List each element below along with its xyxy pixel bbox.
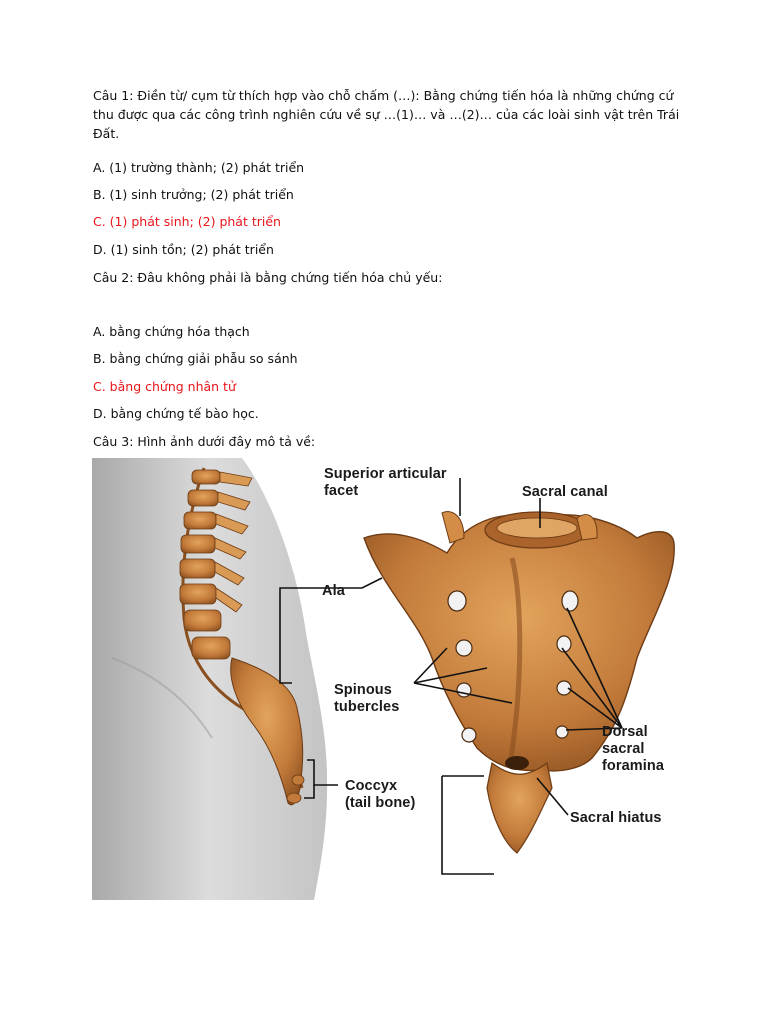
question-1-option-c-correct: C. (1) phát sinh; (2) phát triển	[93, 214, 281, 229]
leader-lines	[279, 478, 623, 875]
label-sacral-canal: Sacral canal	[522, 484, 608, 500]
label-dorsal-sacral-foramina: Dorsal sacral foramina	[602, 724, 665, 774]
label-superior-articular-facet: Superior articular facet	[324, 466, 447, 499]
question-2-option-b: B. bằng chứng giải phẫu so sánh	[93, 351, 298, 366]
question-1-option-b: B. (1) sinh trưởng; (2) phát triển	[93, 187, 294, 202]
label-ala: Ala	[322, 583, 345, 599]
question-1-text: Câu 1: Điền từ/ cụm từ thích hợp vào chỗ…	[93, 88, 680, 141]
question-2-option-d: D. bằng chứng tế bào học.	[93, 406, 259, 421]
anatomy-illustration	[92, 458, 675, 900]
label-sacral-hiatus: Sacral hiatus	[570, 810, 662, 826]
spine-column	[179, 467, 305, 806]
question-1-option-d: D. (1) sinh tồn; (2) phát triển	[93, 242, 274, 257]
question-2-text: Câu 2: Đâu không phải là bằng chứng tiến…	[93, 270, 443, 285]
question-2-option-c-correct: C. bằng chứng nhân tử	[93, 379, 236, 394]
label-spinous-tubercles: Spinous tubercles	[334, 682, 400, 715]
label-coccyx: Coccyx (tail bone)	[345, 778, 416, 811]
question-2-option-a: A. bằng chứng hóa thạch	[93, 324, 250, 339]
sacrum-anatomy-figure: Superior articular facet Sacral canal Al…	[92, 458, 678, 900]
sacrum-bone	[363, 511, 675, 854]
question-3-text: Câu 3: Hình ảnh dưới đây mô tả về:	[93, 434, 316, 449]
question-1-option-a: A. (1) trường thành; (2) phát triển	[93, 160, 305, 175]
